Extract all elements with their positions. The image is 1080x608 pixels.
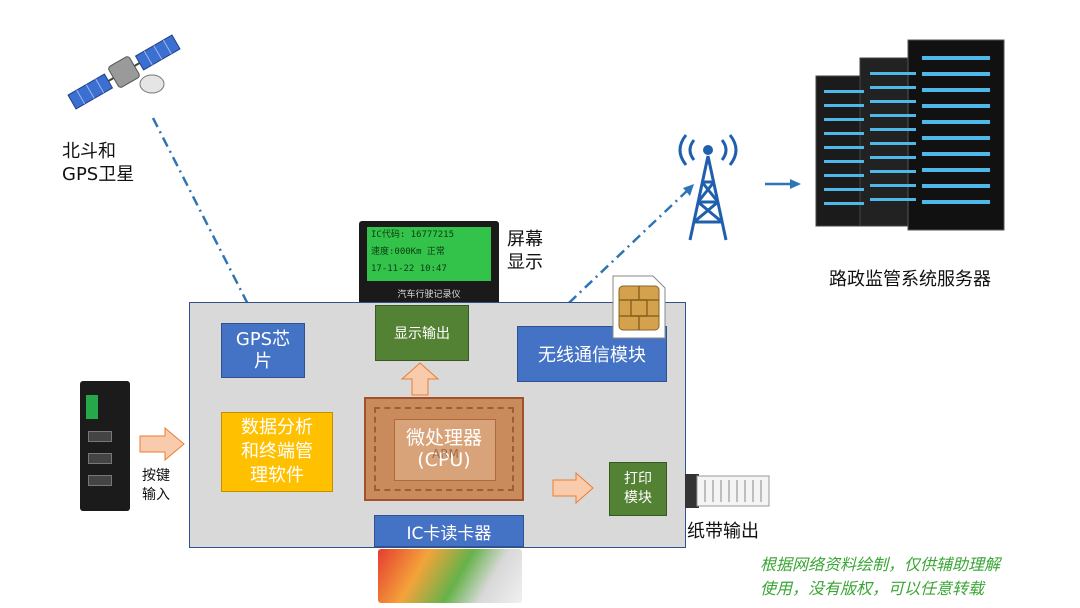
sim-card-icon [612,275,666,339]
paper-tape-icon [685,474,770,508]
server-rack-icon [815,39,1005,231]
radio-tower-icon [678,134,738,241]
satellite-icon [67,34,181,110]
ic-card-reader-module: IC卡读卡器 [374,515,524,547]
cpu-label-line1: 微处理器 [405,427,482,449]
gps-chip-module: GPS芯 片 [221,323,305,378]
screen-label: 屏幕 显示 [507,229,543,273]
lcd-screen-device: IC代码: 16777215 速度:000Km 正常 17-11-22 10:4… [359,221,499,305]
print-module: 打印 模块 [609,462,667,516]
cpu-label-line2: (CPU) [417,449,471,471]
satellite-to-gps-link [151,117,257,319]
watermark-note: 根据网络资料绘制，仅供辅助理解 使用，没有版权，可以任意转载 [760,555,1001,598]
device-caption: 汽车行驶记录仪 [397,290,461,300]
lcd-display: IC代码: 16777215 速度:000Km 正常 17-11-22 10:4… [367,227,491,281]
cpu-chip: 微处理器 (CPU) ARM [364,397,524,501]
keypad-icon [80,381,130,511]
server-label: 路政监管系统服务器 [829,269,991,290]
cpu-chip-pins [374,407,514,491]
keypad-label: 按键 输入 [142,468,170,503]
satellite-label: 北斗和 GPS卫星 [62,141,135,185]
tower-to-server-arrowhead [790,179,801,189]
cpu-to-display-arrow [400,362,440,396]
cpu-to-print-arrow [552,472,594,504]
cpu-chip-text: ARM [432,447,459,461]
keypad-input-arrow [139,427,185,461]
display-output-module: 显示输出 [375,305,469,361]
ic-card-icon [378,549,522,603]
data-analysis-software-module: 数据分析 和终端管 理软件 [221,412,333,492]
paper-tape-label: 纸带输出 [687,521,759,542]
wireless-to-tower-arrowhead [683,184,694,196]
cpu-chip-core [394,419,496,481]
wireless-to-tower-link [552,187,691,319]
